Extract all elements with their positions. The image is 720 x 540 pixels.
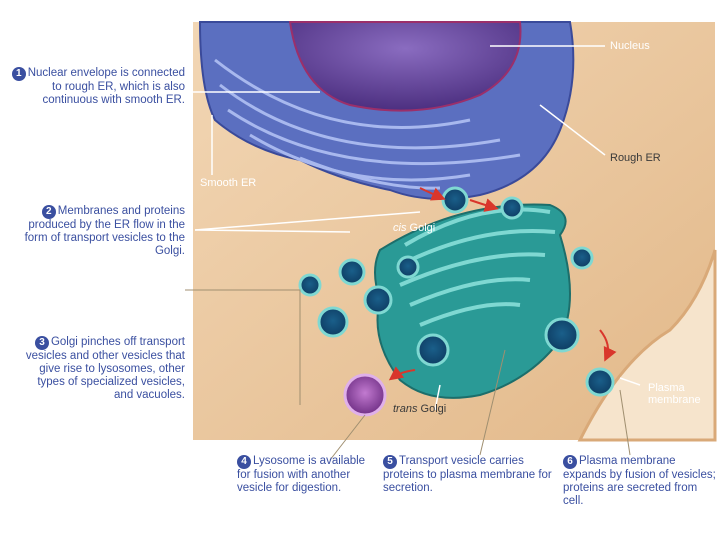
nucleus-label: Nucleus [610, 40, 650, 52]
cis-golgi-label: cis Golgi [393, 222, 435, 234]
trans-golgi-italic: trans [393, 403, 417, 415]
cis-golgi-italic: cis [393, 222, 406, 234]
step-5-text: Transport vesicle carries proteins to pl… [383, 455, 552, 494]
step-6-text: Plasma membrane expands by fusion of ves… [563, 455, 716, 507]
rough-er-label: Rough ER [610, 152, 661, 164]
step-4-number: 4 [237, 455, 251, 469]
step-1-number: 1 [12, 67, 26, 81]
step-6-number: 6 [563, 455, 577, 469]
trans-golgi-label: trans Golgi [393, 403, 446, 415]
step-4-text: Lysosome is available for fusion with an… [237, 455, 365, 494]
step-1-text: Nuclear envelope is connected to rough E… [28, 67, 185, 106]
plasma-membrane-label: Plasma membrane [648, 382, 708, 406]
smooth-er-label: Smooth ER [200, 177, 256, 189]
step-5-number: 5 [383, 455, 397, 469]
trans-golgi-text: Golgi [421, 403, 447, 415]
step-2-number: 2 [42, 205, 56, 219]
lysosome-shape [345, 375, 385, 415]
cis-golgi-text: Golgi [410, 222, 436, 234]
step-3-number: 3 [35, 336, 49, 350]
step-3-text: Golgi pinches off transport vesicles and… [26, 336, 185, 401]
